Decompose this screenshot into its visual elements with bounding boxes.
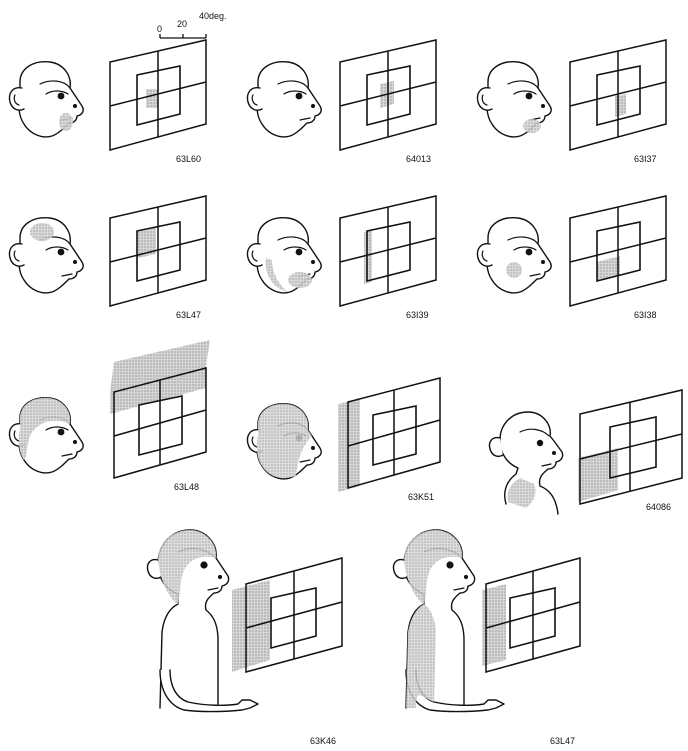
receptive-field [578,448,618,502]
scale-tick-20: 20 [177,19,187,29]
visual-field-grid [340,196,436,306]
panel-label: 63K46 [310,736,336,746]
scale-tick-0: 0 [157,24,162,34]
receptive-field [146,89,158,108]
panel-63L48: 63L48 [10,340,211,492]
panel-63I38: 63I38 [478,196,667,320]
monkey-head-icon [10,218,84,293]
monkey-head-icon [10,398,84,473]
panel-63K51: 63K51 [248,378,441,502]
visual-field-grid [110,196,206,306]
monkey-head-icon [248,404,322,479]
visual-field-grid [570,40,666,150]
monkey-head-icon [248,62,322,137]
panel-label: 63L60 [176,154,201,164]
panel-label: 63L47 [550,736,575,746]
panel-63L60: 63L60 [10,40,207,164]
panel-63K46: 63K46 [147,530,342,746]
monkey-head-icon [248,218,322,293]
panel-63I39: 63I39 [248,196,437,320]
monkey-head-icon [10,62,84,137]
panel-64013: 64013 [248,40,437,164]
panel-label: 63K51 [408,492,434,502]
visual-field-grid [340,40,436,150]
panel-label: 63I38 [634,310,657,320]
receptive-field [615,94,626,117]
scale-tick-40: 40deg. [199,11,227,21]
scale-bar: 0 20 40deg. [157,11,227,38]
panel-label: 64013 [406,154,431,164]
monkey-bust-icon [489,412,562,514]
monkey-head-icon [478,218,552,293]
panel-63I37: 63I37 [478,40,667,164]
visual-field-grid [348,378,440,488]
panel-label: 64086 [646,502,671,512]
panel-63L47: 63L47 [10,196,207,320]
visual-field-grid [110,40,206,150]
panel-label: 63I37 [634,154,657,164]
panel-label: 63I39 [406,310,429,320]
visual-field-grid [570,196,666,306]
panel-64086: 64086 [489,390,682,514]
panel-63L47-b: 63L47 [393,530,580,746]
panel-label: 63L47 [176,310,201,320]
monkey-head-icon [478,62,552,137]
panel-label: 63L48 [174,482,199,492]
receptive-field [364,230,372,284]
